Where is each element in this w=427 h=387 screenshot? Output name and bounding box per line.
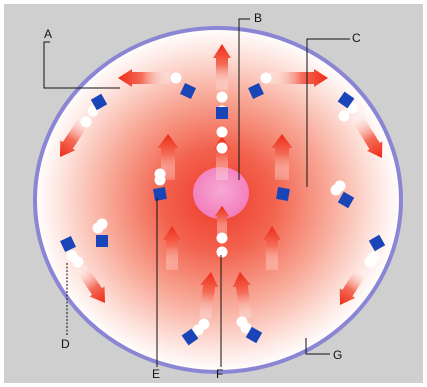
vesicle-dot [217, 92, 228, 103]
vesicle-dot [261, 73, 272, 84]
vesicle-dot [171, 73, 182, 84]
vesicle-dot [217, 247, 228, 258]
blue-square [153, 187, 167, 201]
vesicle-dot [331, 185, 342, 196]
label-d: D [61, 337, 70, 351]
label-c: C [352, 31, 361, 45]
blue-square [216, 107, 228, 119]
vesicle-dot [73, 257, 84, 268]
label-b: B [254, 11, 262, 25]
vesicle-dot [93, 223, 104, 234]
vesicle-dot [365, 257, 376, 268]
blue-square [276, 187, 290, 201]
label-f: F [216, 367, 223, 381]
label-a: A [44, 27, 52, 41]
vesicle-dot [217, 127, 228, 138]
vesicle-dot [217, 143, 228, 154]
blue-square [96, 235, 108, 247]
vesicle-dot [217, 233, 228, 244]
vesicle-dot [155, 175, 166, 186]
vesicle-dot [339, 111, 350, 122]
label-e: E [152, 367, 160, 381]
label-g: G [333, 348, 342, 362]
vesicle-dot [81, 117, 92, 128]
